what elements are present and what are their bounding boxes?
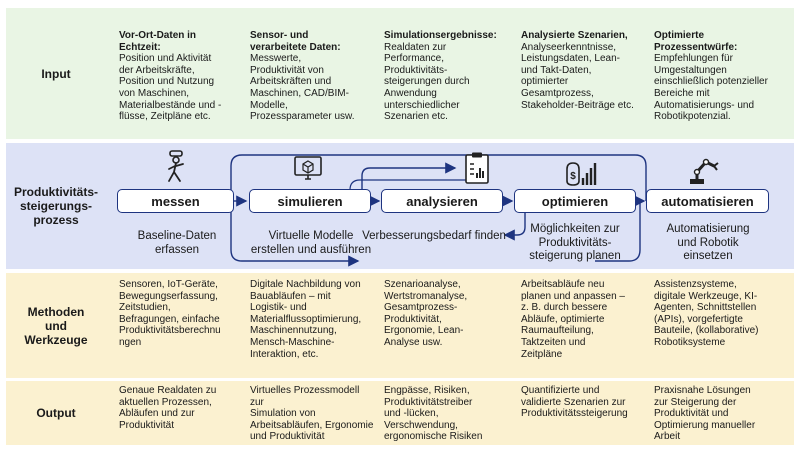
stage-messen: messen [117,189,234,213]
monitor-cube-icon [294,156,322,180]
walking-worker-icon [168,150,184,182]
caption-automatisieren: Automatisierung und Robotik einsetzen [666,223,750,262]
output-cell-1: Genaue Realdaten zu aktuellen Prozessen,… [119,385,217,431]
methods-cell-2: Digitale Nachbildung von Bauabläufen – m… [250,279,362,360]
stage-optimieren: optimieren [514,189,636,213]
methods-cell-5: Assistenzsysteme, digitale Werkzeuge, KI… [654,279,759,348]
input-cell-4: Analysierte Szenarien,Analyseerkenntniss… [521,30,634,111]
middle-loop-arrow [595,201,641,262]
stage-automatisieren: automatisieren [646,189,769,213]
input-cell-1: Vor-Ort-Daten in Echtzeit:Position und A… [119,30,222,123]
methods-cell-4: Arbeitsabläufe neu planen und anpassen –… [521,279,625,360]
outer-loop-arrow [230,154,647,267]
row-label-input: Input [41,66,71,81]
caption-simulieren: Virtuelle Modelle erstellen und ausführe… [250,230,372,256]
row-label-output: Output [36,406,76,420]
input-cell-3: Simulationsergebnisse:Realdaten zur Perf… [384,30,497,123]
methods-cell-1: Sensoren, IoT-Geräte, Bewegungserfassung… [119,279,221,348]
output-cell-3: Engpässe, Risiken, Produktivitätstreiber… [384,385,483,443]
methods-cell-3: Szenarioanalyse, Wertstromanalyse, Gesam… [384,279,468,348]
row-label-process: Produktivitäts- steigerungs- prozess [13,185,98,227]
stage-simulieren: simulieren [249,189,371,213]
row-label-methods: Methoden und Werkzeuge [24,304,88,347]
output-cell-5: Praxisnahe Lösungen zur Steigerung der P… [654,385,756,443]
caption-messen: Baseline-Daten erfassen [137,230,217,256]
money-growth-icon: $ [566,162,597,186]
input-band [6,8,794,139]
output-cell-4: Quantifizierte und validierte Szenarien … [521,385,628,420]
input-cell-5: Optimierte Prozessentwürfe:Empfehlungen … [654,30,768,123]
stage-analysieren: analysieren [381,189,503,213]
input-cell-2: Sensor- und verarbeitete Daten:Messwerte… [250,30,355,123]
caption-analysieren: Verbesserungsbedarf finden [362,230,506,242]
clipboard-chart-icon [465,152,489,184]
inner-loop-bottom-arrow [503,213,526,241]
output-cell-2: Virtuelles Prozessmodell zur Simulation … [250,385,374,443]
robot-arm-icon [690,158,719,184]
output-band [6,381,794,445]
caption-optimieren: Möglichkeiten zur Produktivitäts- steige… [529,223,621,262]
middle-loop-top-arrow [361,162,457,201]
methods-band [6,273,794,378]
svg-text:$: $ [570,171,576,182]
